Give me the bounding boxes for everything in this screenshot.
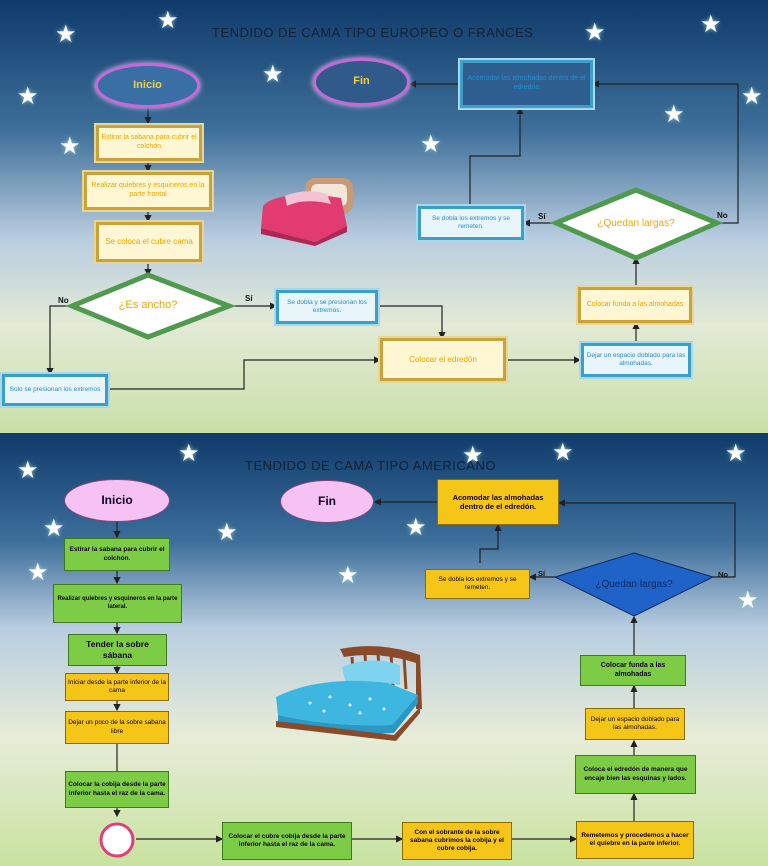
step-dejar-espacio: Dejar un espacio doblado para las almoha… — [585, 708, 685, 740]
star-icon: ★ — [663, 100, 685, 128]
star-icon: ★ — [584, 18, 606, 46]
star-icon: ★ — [420, 130, 442, 158]
quedan-largas-label: ¿Quedan largas? — [595, 578, 673, 590]
star-icon: ★ — [552, 438, 574, 466]
connector-circle — [99, 822, 135, 858]
star-icon: ★ — [216, 518, 238, 546]
quedan-largas-decision — [549, 187, 724, 261]
star-icon: ★ — [262, 60, 284, 88]
step-colocar-cubre-cobija: Colocar el cubre cobija desde la parte i… — [222, 822, 352, 860]
step-colocar-edredon: Coloca el edredón de manera que encaje b… — [575, 755, 696, 794]
star-icon: ★ — [27, 558, 49, 586]
step-colocar-funda: Colocar funda a las almohadas — [576, 285, 694, 325]
step-se-dobla-remeten: Se dobla los extremos y se remeten. — [416, 204, 526, 242]
step-realizar: Realizar quiebres y esquineros en la par… — [53, 584, 182, 623]
page-title: TENDIDO DE CAMA TIPO AMERICANO — [245, 458, 496, 473]
step-se-dobla-presionan: Se dobla y se presionan los extremos. — [274, 288, 380, 326]
star-icon: ★ — [337, 561, 359, 589]
step-dejar-poco: Dejar un poco de la sobre sabana libre — [65, 711, 169, 744]
star-icon: ★ — [157, 6, 179, 34]
star-icon: ★ — [725, 439, 747, 467]
quedan-largas-decision — [553, 552, 715, 617]
star-icon: ★ — [462, 441, 484, 469]
bed-illustration — [261, 178, 353, 246]
star-icon: ★ — [405, 513, 427, 541]
star-icon: ★ — [55, 20, 77, 48]
end-label: Fin — [318, 494, 336, 508]
bed-illustration — [276, 646, 422, 741]
star-icon: ★ — [741, 82, 763, 110]
star-icon: ★ — [700, 10, 722, 38]
star-icon: ★ — [737, 586, 759, 614]
end-node: Fin — [280, 480, 374, 523]
start-label: Inicio — [133, 78, 162, 91]
si-label: Sí — [538, 569, 546, 578]
americano-panel: ★ ★ ★ ★ ★ ★ ★ ★ ★ ★ ★ TENDIDO DE CAMA TI… — [0, 433, 768, 866]
star-icon: ★ — [178, 439, 200, 467]
end-label: Fin — [353, 75, 370, 88]
es-ancho-label: ¿Es ancho? — [118, 299, 178, 312]
step-se-dobla-remeten: Se dobla los extremos y se remeten. — [425, 569, 530, 599]
start-node: Inicio — [95, 63, 200, 108]
step-acomodar: Acomodar las almohadas dentro de el edre… — [458, 58, 595, 110]
step-estirar: Estirar la sabana para cubrir el colchón… — [64, 538, 170, 571]
page-title: TENDIDO DE CAMA TIPO EUROPEO O FRANCES — [212, 25, 534, 40]
europeo-panel: ★ ★ ★ ★ ★ ★ ★ ★ ★ ★ TENDIDO DE CAMA TIPO… — [0, 0, 768, 433]
step-acomodar: Acomodar las almohadas dentro de el edre… — [437, 479, 559, 525]
connector-lines — [99, 498, 736, 858]
step-realizar: Realizar quiebres y esquineros en la par… — [82, 170, 214, 212]
step-sobrante: Con el sobrante de la sobre sabana cubri… — [402, 822, 512, 860]
no-label: No — [718, 570, 728, 579]
start-label: Inicio — [101, 493, 133, 507]
es-ancho-decision — [65, 272, 236, 340]
star-icon: ★ — [43, 514, 65, 542]
step-estirar: Estirar la sabana para cubrir el colchón — [94, 123, 204, 163]
quedan-largas-label: ¿Quedan largas? — [597, 217, 675, 229]
no-label: No — [717, 211, 728, 220]
step-solo-presionan: Solo se presionan los extremos — [0, 372, 110, 408]
step-iniciar: Iniciar desde la parte inferior de la ca… — [65, 673, 169, 701]
step-colocar-edredon: Colocar el edredón — [378, 336, 508, 383]
step-dejar-espacio: Dejar un espacio doblado para las almoha… — [579, 341, 693, 379]
star-icon: ★ — [17, 456, 39, 484]
star-icon: ★ — [17, 82, 39, 110]
step-tender: Tender la sobre sábana — [68, 634, 167, 666]
si-label: Sí — [538, 212, 546, 221]
step-colocar-cobija: Colocar la cobija desde la parte inferio… — [65, 771, 169, 808]
step-colocar-funda: Colocar funda a las almohadas — [580, 655, 686, 686]
connector-lines — [46, 80, 739, 390]
si-label: Sí — [245, 294, 253, 303]
step-remetemos: Remetemos y procedemos a hacer el quiebr… — [576, 821, 694, 859]
start-node: Inicio — [64, 479, 170, 522]
no-label: No — [58, 296, 69, 305]
step-cubre-cama: Se coloca el cubre cama — [94, 220, 204, 264]
end-node: Fin — [313, 58, 410, 106]
star-icon: ★ — [59, 132, 81, 160]
